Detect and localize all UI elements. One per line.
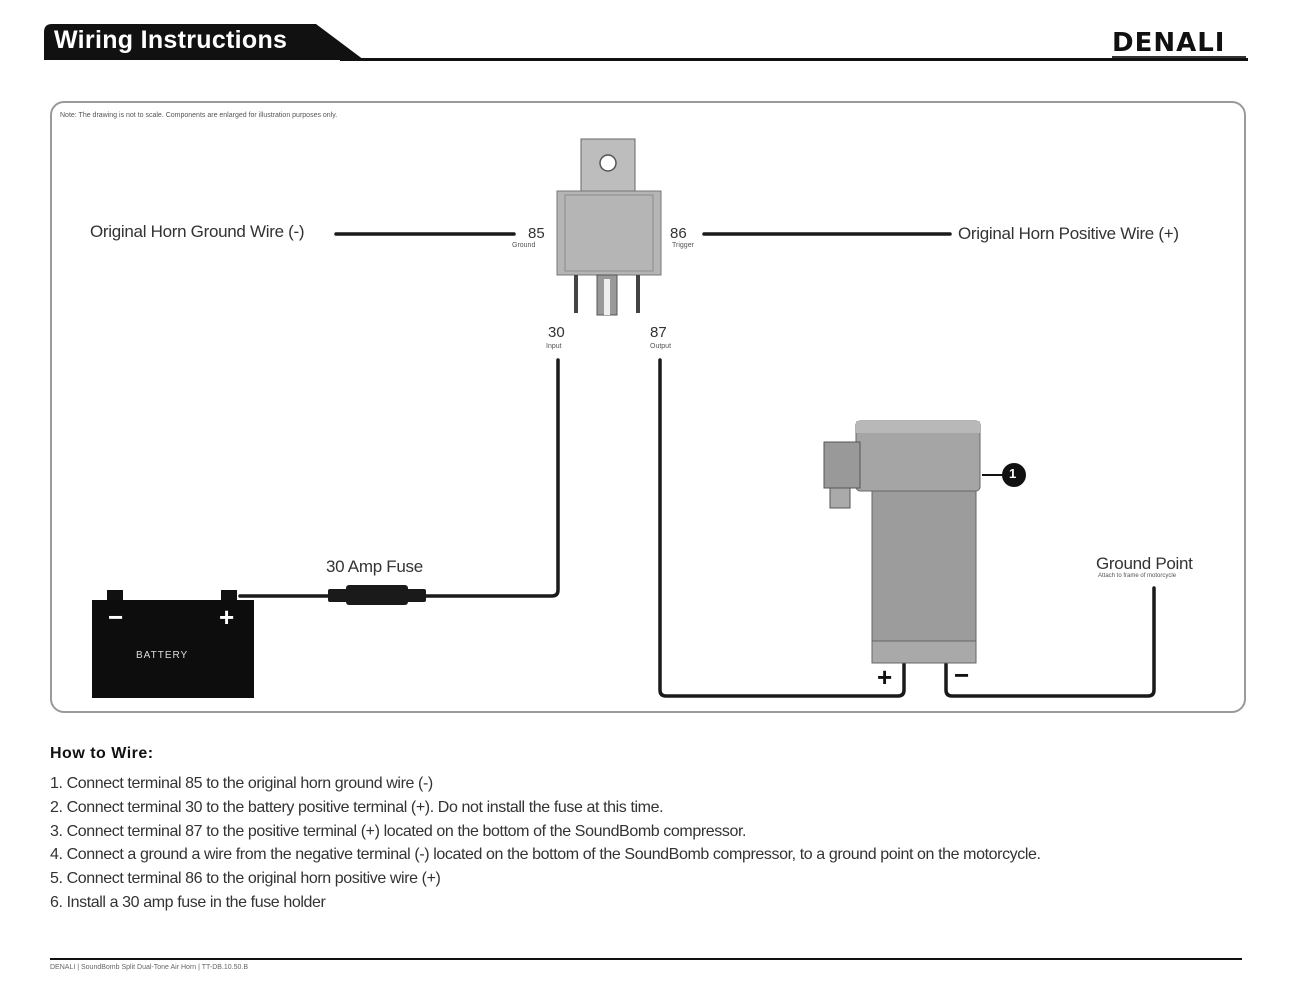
compressor-negative-sign: − — [954, 660, 970, 690]
callout-number: 1 — [1009, 466, 1017, 481]
relay-pin — [574, 275, 578, 313]
instruction-step: 5. Connect terminal 86 to the original h… — [50, 870, 441, 888]
label-horn-ground-wire: Original Horn Ground Wire (-) — [90, 222, 305, 241]
wire-ground-point — [944, 586, 1156, 698]
terminal-87-role: Output — [650, 343, 672, 350]
wire-87-output — [658, 358, 906, 698]
terminal-30-number: 30 — [548, 324, 565, 341]
relay-pin — [636, 275, 640, 313]
battery-label: BATTERY — [136, 650, 189, 661]
terminal-85-number: 85 — [528, 225, 545, 242]
header-banner — [44, 24, 364, 60]
terminal-87-number: 87 — [650, 324, 667, 341]
instruction-step: 4. Connect a ground a wire from the nega… — [50, 846, 1041, 864]
battery-positive-sign: + — [219, 602, 235, 632]
terminal-85-role: Ground — [512, 242, 536, 249]
diagram-frame — [50, 101, 1246, 713]
fuse — [328, 585, 426, 605]
instruction-step: 3. Connect terminal 87 to the positive t… — [50, 822, 747, 840]
callout-marker — [1002, 463, 1026, 487]
wire-30-input — [423, 358, 560, 598]
label-fuse: 30 Amp Fuse — [326, 557, 423, 576]
battery-negative-sign: − — [108, 602, 124, 632]
page-title: Wiring Instructions — [54, 26, 288, 54]
brand-logo: DENALI — [1112, 28, 1226, 58]
footer-text: DENALI | SoundBomb Split Dual-Tone Air H… — [50, 964, 249, 971]
instruction-step: 6. Install a 30 amp fuse in the fuse hol… — [50, 893, 326, 911]
compressor-positive-sign: + — [877, 662, 893, 692]
instruction-step: 2. Connect terminal 30 to the battery po… — [50, 798, 664, 816]
instructions-title: How to Wire: — [50, 745, 154, 762]
terminal-86-role: Trigger — [672, 242, 694, 249]
instructions-list: 1. Connect terminal 85 to the original h… — [50, 772, 1041, 915]
instruction-step: 1. Connect terminal 85 to the original h… — [50, 775, 433, 792]
diagram-note: Note: The drawing is not to scale. Compo… — [60, 112, 338, 119]
label-ground-point-note: Attach to frame of motorcycle — [1098, 573, 1177, 579]
label-horn-positive-wire: Original Horn Positive Wire (+) — [958, 224, 1179, 243]
terminal-86-number: 86 — [670, 225, 687, 242]
relay — [556, 138, 662, 316]
terminal-30-role: Input — [546, 343, 562, 350]
header-rule — [340, 58, 1248, 61]
compressor — [823, 420, 1026, 664]
label-ground-point: Ground Point — [1096, 554, 1193, 573]
battery — [92, 590, 254, 698]
footer-rule — [50, 958, 1242, 960]
relay-pin-slot — [604, 279, 610, 315]
relay-mount-hole — [599, 154, 617, 172]
brand-logo-underline — [1112, 56, 1246, 58]
